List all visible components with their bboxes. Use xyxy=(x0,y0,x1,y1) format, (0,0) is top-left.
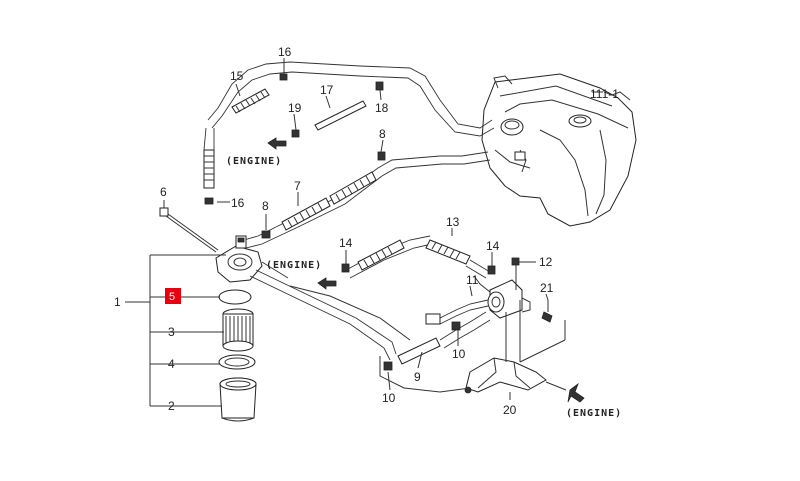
label-part-8-lower: 8 xyxy=(262,199,269,213)
bolt-12 xyxy=(511,257,536,290)
spring-hose-13 xyxy=(425,239,471,265)
label-part-111-1: 111-1 xyxy=(590,87,619,101)
leader-lines xyxy=(163,58,616,400)
clip-8-lower xyxy=(261,230,271,239)
spring-hose-7 xyxy=(281,171,377,231)
spring-hose-left xyxy=(203,149,215,189)
label-part-5: 5 xyxy=(169,291,175,303)
label-part-6: 6 xyxy=(160,185,167,199)
label-part-14-left: 14 xyxy=(339,236,353,250)
label-part-14-right: 14 xyxy=(486,239,500,253)
filter-bowl-2 xyxy=(219,377,257,422)
label-part-21: 21 xyxy=(540,281,554,295)
fuel-filter-assembly xyxy=(125,207,263,422)
clip-14-left xyxy=(341,263,350,273)
label-part-10-upper: 10 xyxy=(452,347,466,361)
label-part-17: 17 xyxy=(320,83,334,97)
label-part-15: 15 xyxy=(230,69,244,83)
label-engine-2: (ENGINE) xyxy=(266,260,322,271)
highlight-part-5: 5 xyxy=(165,288,181,304)
spring-hose-left-14 xyxy=(357,239,405,271)
clip-10-lower xyxy=(383,361,393,371)
clip-16-top xyxy=(279,73,288,81)
label-part-3: 3 xyxy=(168,325,175,339)
engine-arrow-1 xyxy=(267,137,287,150)
label-part-2: 2 xyxy=(168,399,175,413)
label-part-18: 18 xyxy=(375,101,389,115)
clip-18 xyxy=(375,81,384,91)
fuel-tank xyxy=(481,73,637,227)
seal-4 xyxy=(218,354,256,370)
pump-hose-assembly xyxy=(341,235,496,279)
fuel-pump-11 xyxy=(425,275,531,325)
lower-hose-assembly xyxy=(249,261,491,371)
label-part-19: 19 xyxy=(288,101,302,115)
o-ring-5 xyxy=(218,289,252,305)
filter-element-3 xyxy=(222,308,254,352)
bracket-20 xyxy=(464,300,566,394)
filter-head xyxy=(215,235,263,283)
hose-9 xyxy=(397,337,441,365)
label-part-12: 12 xyxy=(539,255,553,269)
engine-arrow-3 xyxy=(545,381,585,403)
clip-8-upper xyxy=(377,151,386,161)
bolt-6 xyxy=(159,207,219,253)
label-part-7: 7 xyxy=(294,179,301,193)
clip-16-lower xyxy=(204,197,214,205)
spring-hose-15 xyxy=(231,88,270,114)
label-part-4: 4 xyxy=(168,357,175,371)
label-part-16-top: 16 xyxy=(278,45,292,59)
label-part-10-lower: 10 xyxy=(382,391,396,405)
supply-hose-assembly xyxy=(243,151,491,249)
clip-19 xyxy=(291,129,300,138)
bolt-21 xyxy=(541,300,553,323)
clip-10-upper xyxy=(451,321,461,331)
engine-arrow-2 xyxy=(317,277,337,290)
hose-17 xyxy=(314,100,367,131)
label-part-20: 20 xyxy=(503,403,517,417)
label-part-1: 1 xyxy=(114,295,121,309)
label-part-9: 9 xyxy=(414,370,421,384)
return-hose-assembly xyxy=(203,61,495,205)
label-engine-1: (ENGINE) xyxy=(226,156,282,167)
clip-14-right xyxy=(487,265,496,275)
label-part-11: 11 xyxy=(466,273,479,287)
label-part-16-lower: 16 xyxy=(231,196,245,210)
label-part-13: 13 xyxy=(446,215,460,229)
label-part-8-upper: 8 xyxy=(379,127,386,141)
label-engine-3: (ENGINE) xyxy=(566,408,622,419)
